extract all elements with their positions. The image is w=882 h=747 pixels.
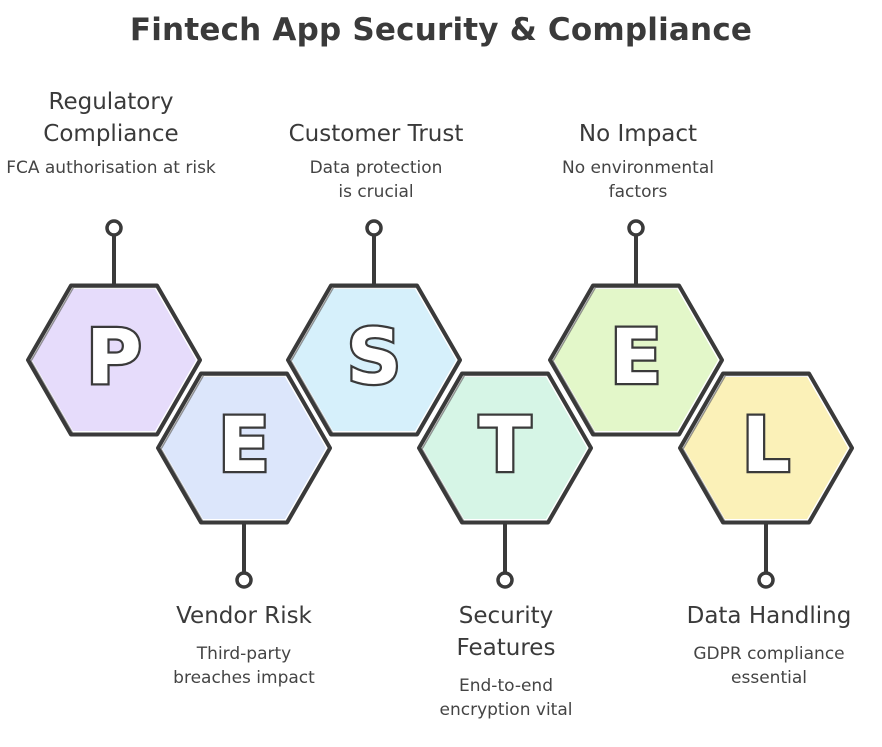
factor-heading-social: Customer Trust — [288, 121, 464, 147]
factor-heading-legal: Data Handling — [686, 603, 852, 629]
label-political: Regulatory Compliance FCA authorisation … — [0, 86, 222, 180]
label-legal: Data Handling GDPR compliance essential — [664, 600, 874, 690]
hexagon-sketch-economic — [160, 374, 332, 524]
label-economic: Vendor Risk Third-party breaches impact — [146, 600, 342, 690]
page-title: Fintech App Security & Compliance — [129, 12, 753, 48]
hexagon-fill-economic — [162, 377, 326, 519]
factor-description-economic: Third-party breaches impact — [173, 644, 315, 688]
hexagon-fill-political — [32, 289, 196, 431]
hexagon-sketch-technological — [421, 374, 593, 524]
hexagon-legal: L — [678, 371, 854, 589]
factor-description-social: Data protection is crucial — [309, 158, 443, 202]
factor-description-environmental: No environmental factors — [562, 158, 714, 202]
hexagon-letter-social: S — [347, 312, 402, 401]
hexagon-sketch-legal — [682, 374, 854, 524]
factor-heading-political: Regulatory Compliance — [43, 89, 179, 147]
hexagon-fill-environmental — [554, 289, 718, 431]
connector-dot-environmental — [627, 219, 645, 237]
hexagon-sketch-social — [290, 286, 462, 436]
connector-dot-technological — [496, 571, 514, 589]
hexagon-letter-political: P — [86, 312, 142, 401]
factor-heading-environmental: No Impact — [578, 121, 698, 147]
hexagon-letter-technological: T — [479, 400, 531, 489]
label-environmental: No Impact No environmental factors — [520, 118, 756, 204]
hexagon-social: S — [286, 219, 462, 437]
hexagon-political: P — [26, 219, 202, 437]
hexagon-letter-economic: E — [218, 400, 270, 489]
factor-description-legal: GDPR compliance essential — [693, 644, 845, 688]
connector-dot-social — [365, 219, 383, 237]
connector-dot-political — [105, 219, 123, 237]
label-technological: Security Features End-to-end encryption … — [408, 600, 604, 722]
hexagon-sketch-political — [30, 286, 202, 436]
hexagon-technological: T — [417, 371, 593, 589]
connector-dot-economic — [235, 571, 253, 589]
factor-heading-technological: Security Features — [456, 603, 556, 661]
factor-description-technological: End-to-end encryption vital — [439, 676, 573, 720]
hexagon-fill-technological — [423, 377, 587, 519]
hexagon-fill-legal — [684, 377, 848, 519]
connector-dot-legal — [757, 571, 775, 589]
hexagon-environmental: E — [548, 219, 724, 437]
factor-heading-economic: Vendor Risk — [176, 603, 312, 629]
label-social: Customer Trust Data protection is crucia… — [262, 118, 490, 204]
hexagon-letter-legal: L — [742, 400, 790, 489]
hexagon-fill-social — [292, 289, 456, 431]
hexagon-sketch-environmental — [552, 286, 724, 436]
hexagon-economic: E — [156, 371, 332, 589]
hexagon-letter-environmental: E — [610, 312, 662, 401]
factor-description-political: FCA authorisation at risk — [6, 158, 216, 178]
